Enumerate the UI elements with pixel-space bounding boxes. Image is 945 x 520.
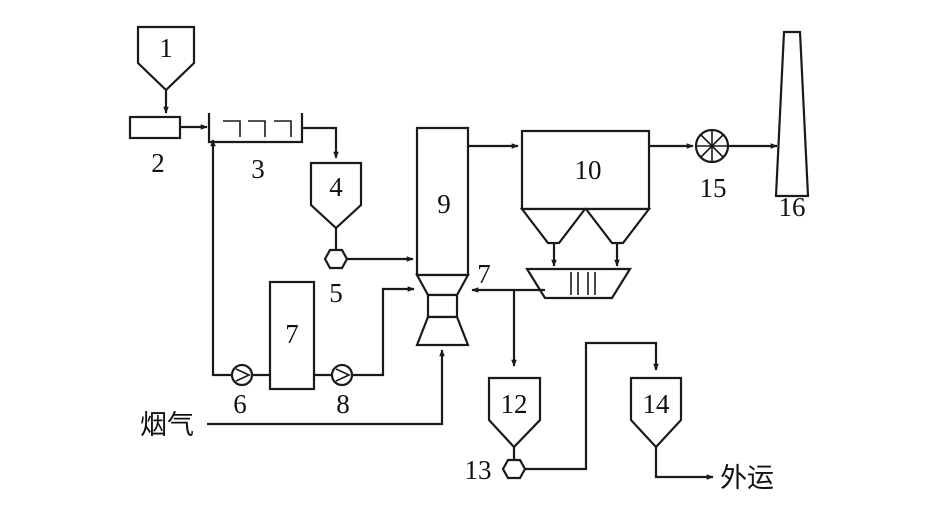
label-7-recycle: 7 [477, 259, 491, 289]
ash-distributor [525, 267, 632, 300]
induced-draft-fan-15 [694, 128, 730, 164]
pump-8 [330, 363, 354, 387]
label-12: 12 [501, 389, 528, 419]
label-4: 4 [329, 172, 343, 202]
slurry-hopper-4 [309, 161, 363, 230]
dust-collector-10 [519, 129, 652, 245]
arrow-outbound [654, 447, 714, 480]
water-tank-7 [268, 280, 316, 391]
feeder-valve-5 [323, 248, 349, 270]
venturi-section [415, 273, 470, 347]
outbound-label: 外运 [720, 463, 774, 494]
label-10: 10 [575, 155, 602, 185]
label-7-tank: 7 [285, 319, 299, 349]
flue-gas-label: 烟气 [140, 410, 194, 441]
chimney-stack-16 [774, 30, 810, 198]
arrow-tank3-to-hopper4 [302, 126, 339, 159]
label-1: 1 [159, 33, 173, 63]
label-9: 9 [437, 189, 451, 219]
arrow-flue-gas-inlet [207, 349, 445, 426]
product-hopper-14 [629, 376, 683, 449]
arrow-pump6-to-tank3 [210, 139, 232, 377]
label-5: 5 [329, 278, 343, 308]
label-2: 2 [151, 148, 165, 178]
label-15: 15 [700, 173, 727, 203]
label-3: 3 [251, 154, 265, 184]
label-16: 16 [779, 192, 806, 222]
arrow-feeder13-to-hopper14 [525, 341, 659, 471]
label-8: 8 [336, 389, 350, 419]
feeder-13 [501, 458, 527, 480]
label-6: 6 [233, 389, 247, 419]
arrow-pump8-to-venturi [352, 286, 415, 377]
feed-hopper-1 [136, 25, 196, 92]
pump-6 [230, 363, 254, 387]
feeder-2 [128, 115, 182, 140]
label-14: 14 [643, 389, 671, 419]
label-13: 13 [465, 455, 492, 485]
ash-hopper-12 [487, 376, 542, 449]
